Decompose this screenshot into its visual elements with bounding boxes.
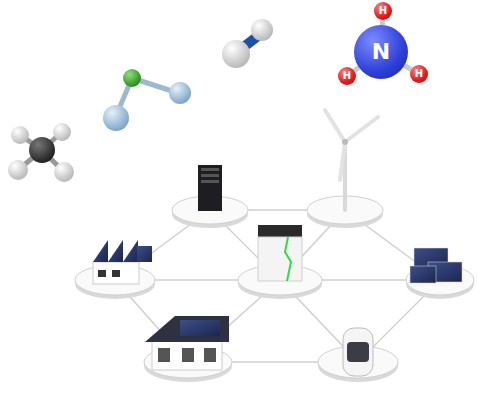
hydrogen-atom: H (374, 2, 392, 20)
atom-symbol: H (343, 71, 351, 81)
methane-molecule (8, 123, 74, 182)
triatomic-molecule (103, 69, 191, 131)
server-icon (198, 165, 222, 211)
chemical-bond (354, 68, 359, 71)
house-icon (145, 316, 229, 370)
wind-turbine-icon (325, 110, 378, 210)
nitrogen-atom: N (354, 25, 408, 79)
atom-symbol: H (379, 6, 387, 16)
network-lines (115, 210, 440, 362)
atom-symbol: H (415, 69, 423, 79)
car-icon (343, 328, 373, 376)
hydrogen-atom: H (338, 67, 356, 85)
factory-icon (93, 240, 152, 284)
hydrogen-atom: H (410, 65, 428, 83)
atom-symbol: N (372, 41, 390, 63)
hydrogen-molecule (222, 19, 273, 68)
platforms (75, 196, 474, 382)
solar-panel-icon (410, 248, 462, 283)
battery-storage-icon (258, 225, 302, 281)
